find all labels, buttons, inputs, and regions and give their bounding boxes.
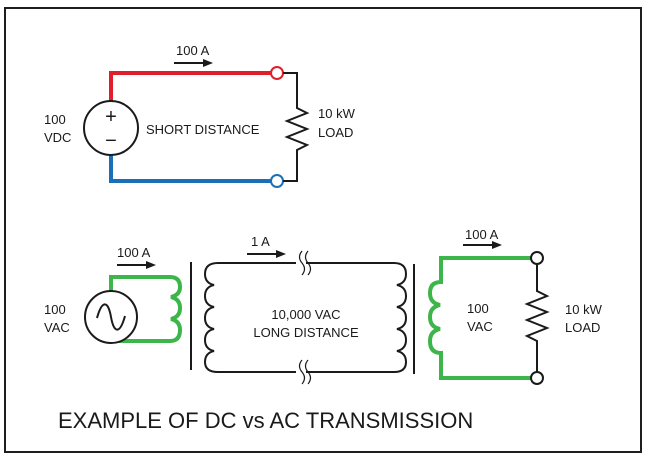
ac-line-voltage-label: 10,000 VAC (271, 307, 340, 322)
diagram-title: EXAMPLE OF DC vs AC TRANSMISSION (58, 408, 473, 433)
ac-primary-current-label: 100 A (117, 245, 151, 260)
ac-secondary-voltage-unit: VAC (467, 319, 493, 334)
dc-positive-terminal (270, 66, 284, 80)
ac-line-current-label: 1 A (251, 234, 270, 249)
dc-positive-wire (109, 71, 271, 101)
dc-load-resistor-icon (283, 72, 310, 182)
dc-distance-label: SHORT DISTANCE (146, 122, 260, 137)
ac-primary-coil-wire (109, 275, 183, 343)
ac-primary-current-arrow-head (146, 261, 156, 269)
ac-load-label: LOAD (565, 320, 600, 335)
ac-load-rating: 10 kW (565, 302, 603, 317)
plus-icon: + (105, 106, 117, 128)
dc-circuit: 100 A + − 100 VDC SHORT DISTANCE 10 kW L… (44, 43, 356, 188)
line-break-icon-top (298, 250, 312, 276)
dc-negative-wire (109, 154, 271, 183)
ac-circuit: 100 A 100 VAC 1 A 10,000 VAC LONG DISTAN… (44, 227, 603, 385)
dc-negative-terminal (270, 174, 284, 188)
ac-secondary-voltage-value: 100 (467, 301, 489, 316)
ac-load-terminal-top (530, 251, 544, 265)
ac-load-resistor-icon (524, 264, 550, 372)
ac-secondary-coil-wire (427, 256, 532, 380)
dc-current-label: 100 A (176, 43, 210, 58)
dc-source-voltage-value: 100 (44, 112, 66, 127)
dc-load-rating: 10 kW (318, 106, 356, 121)
ac-line-current-arrow-head (276, 250, 286, 258)
minus-icon: − (105, 130, 117, 152)
ac-line-distance-label: LONG DISTANCE (253, 325, 359, 340)
ac-source-voltage-unit: VAC (44, 320, 70, 335)
ac-source-voltage-value: 100 (44, 302, 66, 317)
line-break-icon-bottom (298, 359, 312, 385)
ac-secondary-current-label: 100 A (465, 227, 499, 242)
dc-current-arrow-head (203, 59, 213, 67)
ac-load-terminal-bottom (530, 371, 544, 385)
dc-source-voltage-unit: VDC (44, 130, 71, 145)
long-distance-line-wire (203, 262, 408, 373)
dc-source-icon (83, 100, 139, 156)
dc-load-label: LOAD (318, 125, 353, 140)
sine-wave-icon (96, 303, 126, 331)
ac-secondary-current-arrow-head (492, 241, 502, 249)
